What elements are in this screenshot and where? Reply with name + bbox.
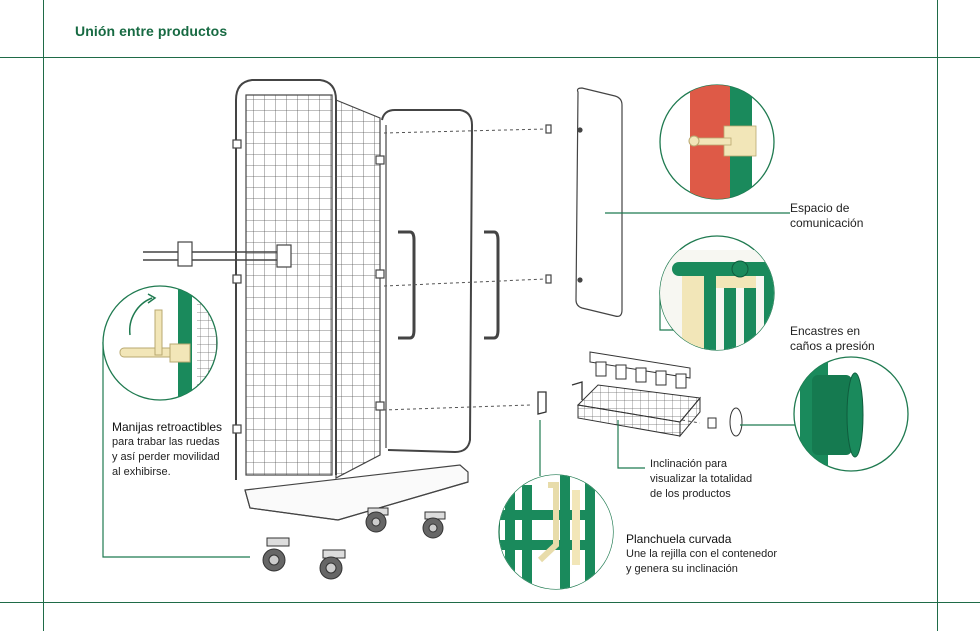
cap-parts xyxy=(707,407,743,437)
callout-lines xyxy=(102,212,795,558)
card-holders xyxy=(589,351,691,389)
detail-circle-panel-joint xyxy=(659,84,775,200)
frame-bottom-rule xyxy=(0,602,980,603)
callout-espacio: Espacio de comunicación xyxy=(790,201,863,231)
callout-inclinacion-line2: visualizar la totalidad xyxy=(650,473,753,485)
callout-manijas-title: Manijas retroactibles xyxy=(112,420,223,434)
communication-panel xyxy=(545,87,623,317)
frame-left-rule xyxy=(43,0,44,631)
callout-planchuela: Planchuela curvada Une la rejilla con el… xyxy=(626,532,777,577)
callout-inclinacion-line1: Inclinación para xyxy=(650,458,728,470)
callout-encastres-line2: caños a presión xyxy=(790,339,875,353)
page-title: Unión entre productos xyxy=(75,23,228,39)
callout-inclinacion-line3: de los productos xyxy=(650,488,731,500)
brackets xyxy=(537,381,583,415)
callout-manijas: Manijas retroactibles para trabar las ru… xyxy=(112,420,222,480)
wheels xyxy=(262,507,446,580)
basket xyxy=(576,384,701,438)
cart-drawing xyxy=(143,79,500,521)
callout-encastres: Encastres en caños a presión xyxy=(790,324,875,354)
frame-right-rule xyxy=(937,0,938,631)
callout-espacio-line2: comunicación xyxy=(790,216,864,230)
dashed-connectors xyxy=(382,128,701,424)
detail-circle-end-cap xyxy=(793,356,909,472)
detail-circle-retractable-handle xyxy=(102,285,218,401)
detail-circle-curved-bracket xyxy=(498,474,614,590)
frame-top-rule xyxy=(0,57,980,58)
callout-inclinacion: Inclinación para visualizar la totalidad… xyxy=(650,457,752,502)
callout-manijas-line2: y así perder movilidad xyxy=(112,451,220,463)
callout-espacio-line1: Espacio de xyxy=(790,201,850,215)
callout-planchuela-line1: Une la rejilla con el contenedor xyxy=(626,548,778,560)
detail-circle-tube-joint xyxy=(659,235,775,351)
callout-planchuela-line2: y genera su inclinación xyxy=(626,563,738,575)
callout-manijas-line3: al exhibirse. xyxy=(112,466,171,478)
callout-encastres-line1: Encastres en xyxy=(790,324,861,338)
callout-planchuela-title: Planchuela curvada xyxy=(626,532,732,546)
callout-manijas-line1: para trabar las ruedas xyxy=(112,436,220,448)
